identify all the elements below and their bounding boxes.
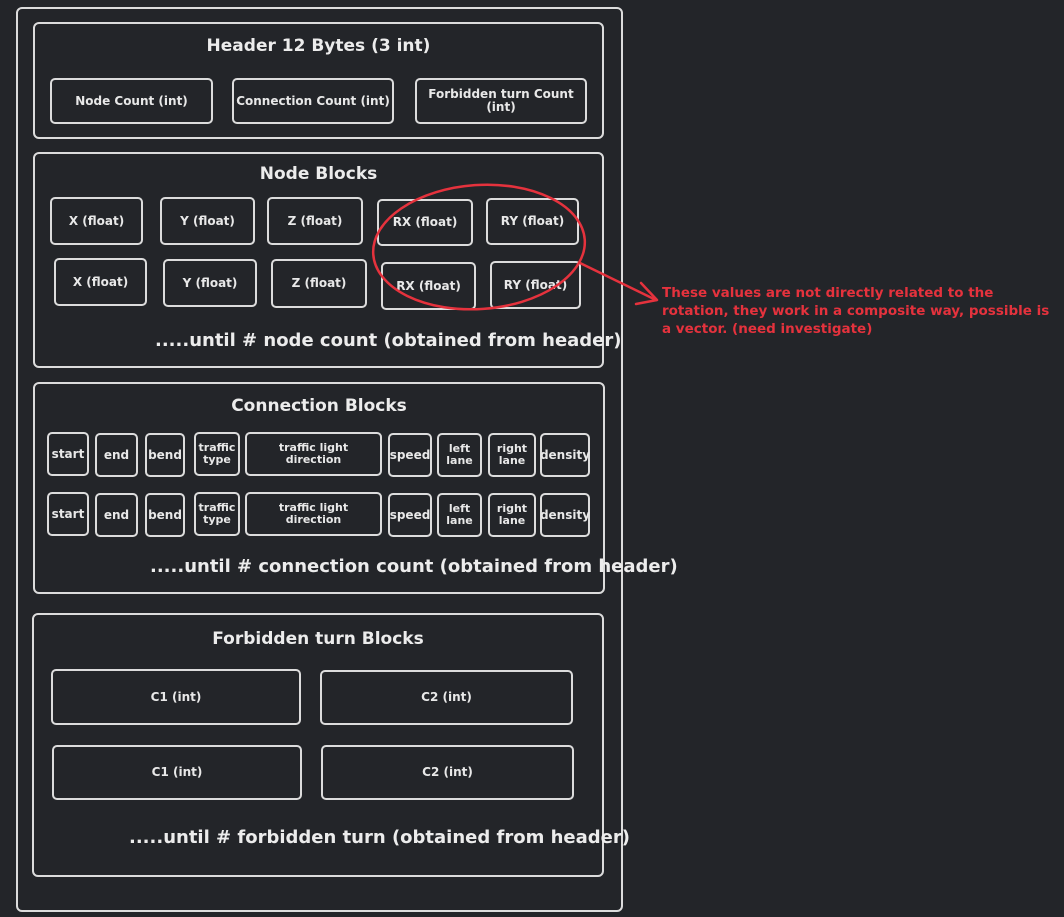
conn-traffic-light-direction-field: traffic light direction: [245, 492, 382, 536]
conn-traffic-type-field: traffic type: [194, 492, 240, 536]
connection-blocks-title: Connection Blocks: [231, 396, 407, 416]
conn-start-field: start: [47, 432, 89, 476]
conn-bend-field: bend: [145, 493, 185, 537]
node-rx-field: RX (float): [381, 262, 476, 310]
forbidden-turn-blocks-until: .....until # forbidden turn (obtained fr…: [129, 827, 630, 848]
forbidden-turn-blocks-section: Forbidden turn Blocks C1 (int) C2 (int) …: [32, 613, 630, 877]
header-title: Header 12 Bytes (3 int): [206, 36, 431, 56]
connection-blocks-section: Connection Blocks start end bend traffic…: [33, 382, 678, 594]
node-y-field: Y (float): [160, 197, 255, 245]
file-format-outline: [16, 7, 623, 912]
node-blocks-title: Node Blocks: [259, 164, 378, 184]
node-rx-field: RX (float): [377, 199, 473, 246]
forbidden-turn-count-field: Forbidden turn Count (int): [415, 78, 587, 124]
conn-density-field: density: [540, 493, 590, 537]
node-blocks-until: .....until # node count (obtained from h…: [155, 330, 622, 351]
conn-speed-field: speed: [388, 493, 432, 537]
forbidden-c2-field: C2 (int): [321, 745, 574, 800]
conn-density-field: density: [540, 433, 590, 477]
conn-right-lane-field: right lane: [488, 433, 536, 477]
forbidden-c1-field: C1 (int): [52, 745, 302, 800]
node-y-field: Y (float): [163, 259, 257, 307]
conn-left-lane-field: left lane: [437, 433, 482, 477]
conn-left-lane-field: left lane: [437, 493, 482, 537]
node-z-field: Z (float): [271, 259, 367, 308]
conn-bend-field: bend: [145, 433, 185, 477]
connection-count-field: Connection Count (int): [232, 78, 394, 124]
node-count-field: Node Count (int): [50, 78, 213, 124]
forbidden-turn-blocks-title: Forbidden turn Blocks: [212, 629, 424, 649]
annotation-arrow-head: [634, 281, 659, 306]
conn-start-field: start: [47, 492, 89, 536]
conn-speed-field: speed: [388, 433, 432, 477]
header-section: Header 12 Bytes (3 int) Node Count (int)…: [33, 22, 604, 139]
conn-right-lane-field: right lane: [488, 493, 536, 537]
node-blocks-section: Node Blocks X (float) Y (float) Z (float…: [33, 152, 622, 368]
conn-end-field: end: [95, 493, 138, 537]
node-ry-field: RY (float): [486, 198, 579, 245]
connection-blocks-until: .....until # connection count (obtained …: [150, 556, 678, 577]
conn-traffic-type-field: traffic type: [194, 432, 240, 476]
conn-end-field: end: [95, 433, 138, 477]
node-x-field: X (float): [54, 258, 147, 306]
annotation-note: These values are not directly related to…: [662, 285, 1050, 337]
forbidden-c2-field: C2 (int): [320, 670, 573, 725]
node-z-field: Z (float): [267, 197, 363, 245]
forbidden-c1-field: C1 (int): [51, 669, 301, 725]
node-ry-field: RY (float): [490, 261, 581, 309]
conn-traffic-light-direction-field: traffic light direction: [245, 432, 382, 476]
node-x-field: X (float): [50, 197, 143, 245]
